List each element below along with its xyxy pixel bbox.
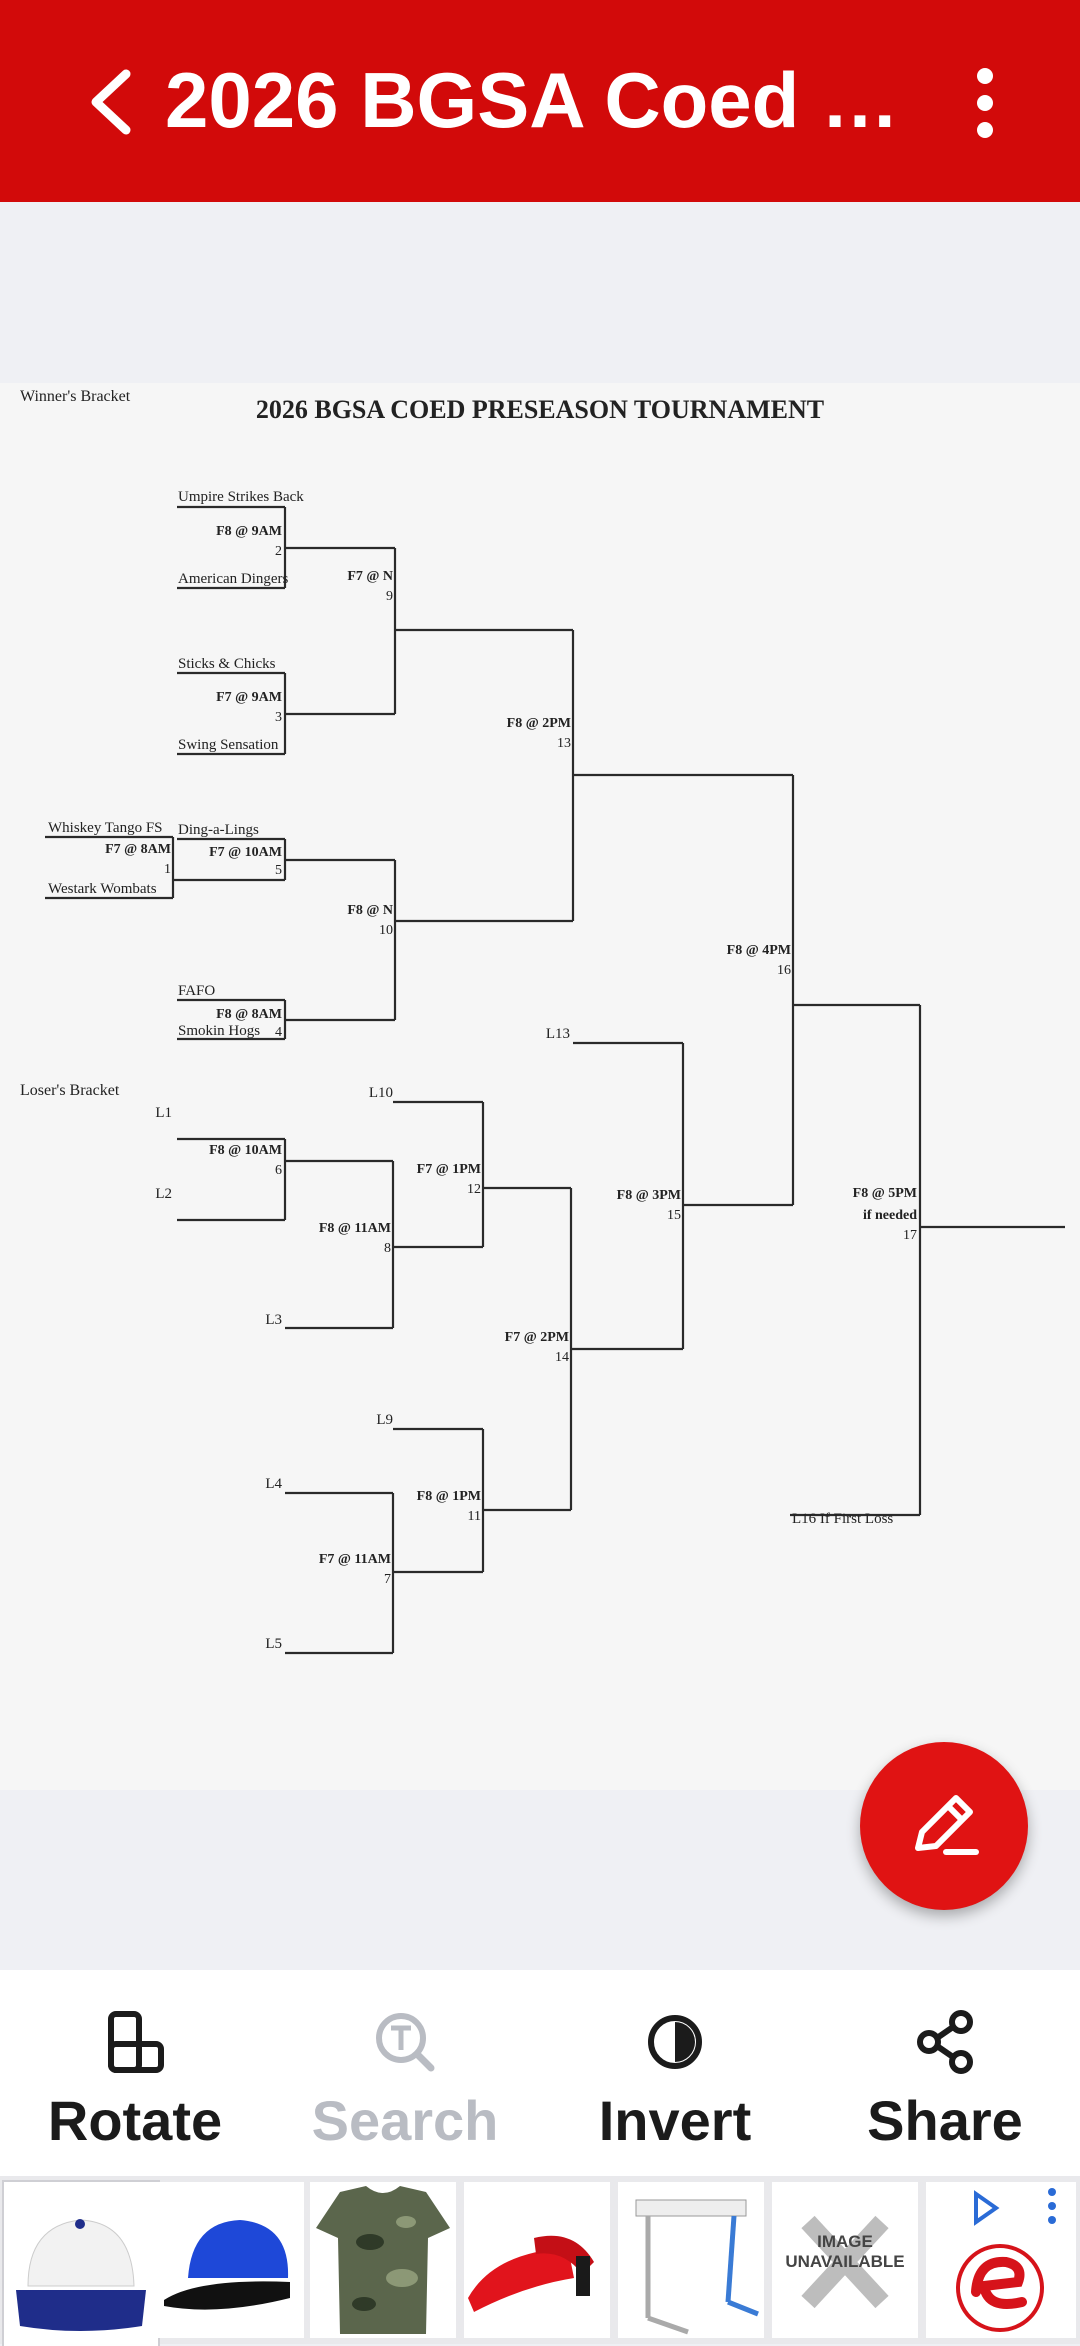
ad-hurdle[interactable] (618, 2182, 764, 2338)
epic-sports-logo (956, 2188, 1056, 2332)
loser-l9: L9 (376, 1412, 393, 1428)
loser-l3: L3 (265, 1312, 282, 1328)
share-icon (917, 2010, 973, 2074)
tournament-heading: 2026 BGSA COED PRESEASON TOURNAMENT (256, 395, 824, 424)
game-13-time: F8 @ 2PM (507, 716, 571, 731)
cap-image (16, 2219, 146, 2331)
game-12-num: 12 (467, 1182, 481, 1197)
ad-image-unavailable[interactable]: IMAGE UNAVAILABLE (772, 2182, 918, 2338)
team-swing: Swing Sensation (178, 737, 279, 753)
team-sticks: Sticks & Chicks (178, 656, 276, 672)
loser-l4: L4 (265, 1476, 282, 1492)
hurdle-image (635, 2199, 759, 2335)
game-4-time: F8 @ 8AM (216, 1007, 282, 1022)
invert-label: Invert (598, 2089, 752, 2152)
game-10-num: 10 (379, 923, 393, 938)
game-3-num: 3 (275, 710, 282, 725)
cap-image (164, 2220, 290, 2310)
game-3-time: F7 @ 9AM (216, 690, 282, 705)
more-vert-icon (977, 68, 993, 138)
invert-button[interactable]: Invert (540, 1970, 810, 2176)
search-label: Search (311, 2089, 499, 2152)
share-label: Share (867, 2089, 1023, 2152)
ad-epic-sports[interactable] (926, 2182, 1076, 2338)
game-6-num: 6 (275, 1163, 282, 1178)
chevron-left-icon (91, 69, 131, 135)
game-1-num: 1 (164, 862, 171, 877)
ad-camo-tshirt[interactable] (310, 2182, 456, 2338)
game-9-time: F7 @ N (347, 569, 393, 584)
game-9-num: 9 (386, 589, 393, 604)
ad-blue-black-cap[interactable] (158, 2182, 304, 2338)
team-whiskey: Whiskey Tango FS (48, 820, 163, 836)
ad-white-navy-cap[interactable] (4, 2182, 158, 2346)
bracket-drawing: Winner's Bracket 2026 BGSA COED PRESEASO… (20, 388, 1065, 1655)
game-4-num: 4 (275, 1025, 282, 1040)
game-14-num: 14 (555, 1350, 569, 1365)
team-dingaling: Ding-a-Lings (178, 822, 259, 838)
team-fafo: FAFO (178, 983, 215, 999)
invert-contrast-icon (648, 2015, 702, 2069)
share-button[interactable]: Share (810, 1970, 1080, 2176)
game-17-num: 17 (903, 1228, 917, 1243)
game-11-time: F8 @ 1PM (417, 1489, 481, 1504)
game-5-time: F7 @ 10AM (209, 845, 282, 860)
tshirt-image (316, 2186, 450, 2334)
document-title: 2026 BGSA Coed s... (165, 56, 905, 144)
game-8-num: 8 (384, 1241, 391, 1256)
rotate-phone-icon (108, 2011, 164, 2073)
loser-l13: L13 (546, 1026, 570, 1042)
app-bar: 2026 BGSA Coed s... (0, 0, 1080, 202)
loser-l10: L10 (369, 1085, 393, 1101)
overflow-menu-button[interactable] (955, 58, 1015, 148)
bracket-page: Winner's Bracket 2026 BGSA COED PRESEASO… (0, 383, 1080, 1790)
team-umpire: Umpire Strikes Back (178, 489, 304, 505)
game-2-num: 2 (275, 544, 282, 559)
text-search-icon (376, 2013, 435, 2072)
document-viewer[interactable]: Winner's Bracket 2026 BGSA COED PRESEASO… (0, 202, 1080, 1970)
team-american: American Dingers (178, 571, 289, 587)
game-6-time: F8 @ 10AM (209, 1143, 282, 1158)
game-8-time: F8 @ 11AM (319, 1221, 391, 1236)
game-15-time: F8 @ 3PM (617, 1188, 681, 1203)
losers-bracket-label: Loser's Bracket (20, 1082, 120, 1099)
image-unavailable-text: IMAGE UNAVAILABLE (785, 2232, 905, 2271)
rotate-label: Rotate (47, 2089, 223, 2152)
game-17-time: F8 @ 5PM (853, 1186, 917, 1201)
search-button[interactable]: Search (270, 1970, 540, 2176)
game-14-time: F7 @ 2PM (505, 1330, 569, 1345)
edit-pencil-icon (915, 1795, 979, 1855)
loser-l5: L5 (265, 1636, 282, 1652)
visor-image (468, 2235, 594, 2312)
game-5-num: 5 (275, 863, 282, 878)
game-12-time: F7 @ 1PM (417, 1162, 481, 1177)
loser-l1: L1 (155, 1105, 172, 1121)
game-7-num: 7 (384, 1572, 391, 1587)
game-15-num: 15 (667, 1208, 681, 1223)
game-10-time: F8 @ N (347, 903, 393, 918)
team-westark: Westark Wombats (48, 881, 157, 897)
game-16-time: F8 @ 4PM (727, 943, 791, 958)
game-7-time: F7 @ 11AM (319, 1552, 391, 1567)
unavailable-x-icon (801, 2215, 889, 2309)
game-16-num: 16 (777, 963, 791, 978)
loser-l2: L2 (155, 1186, 172, 1202)
loser-l16: L16 If First Loss (792, 1511, 893, 1527)
back-button[interactable] (82, 62, 142, 142)
game-1-time: F7 @ 8AM (105, 842, 171, 857)
team-smokin: Smokin Hogs (178, 1023, 260, 1039)
rotate-button[interactable]: Rotate (0, 1970, 270, 2176)
game-17-note: if needed (863, 1208, 917, 1223)
bottom-toolbar: Rotate Search Invert Share (0, 1970, 1080, 2176)
winners-bracket-label: Winner's Bracket (20, 388, 131, 405)
ad-red-visor[interactable] (464, 2182, 610, 2338)
game-2-time: F8 @ 9AM (216, 524, 282, 539)
ad-banner[interactable]: IMAGE UNAVAILABLE (0, 2176, 1080, 2346)
game-13-num: 13 (557, 736, 571, 751)
game-11-num: 11 (468, 1509, 481, 1524)
edit-fab-button[interactable] (860, 1742, 1028, 1910)
